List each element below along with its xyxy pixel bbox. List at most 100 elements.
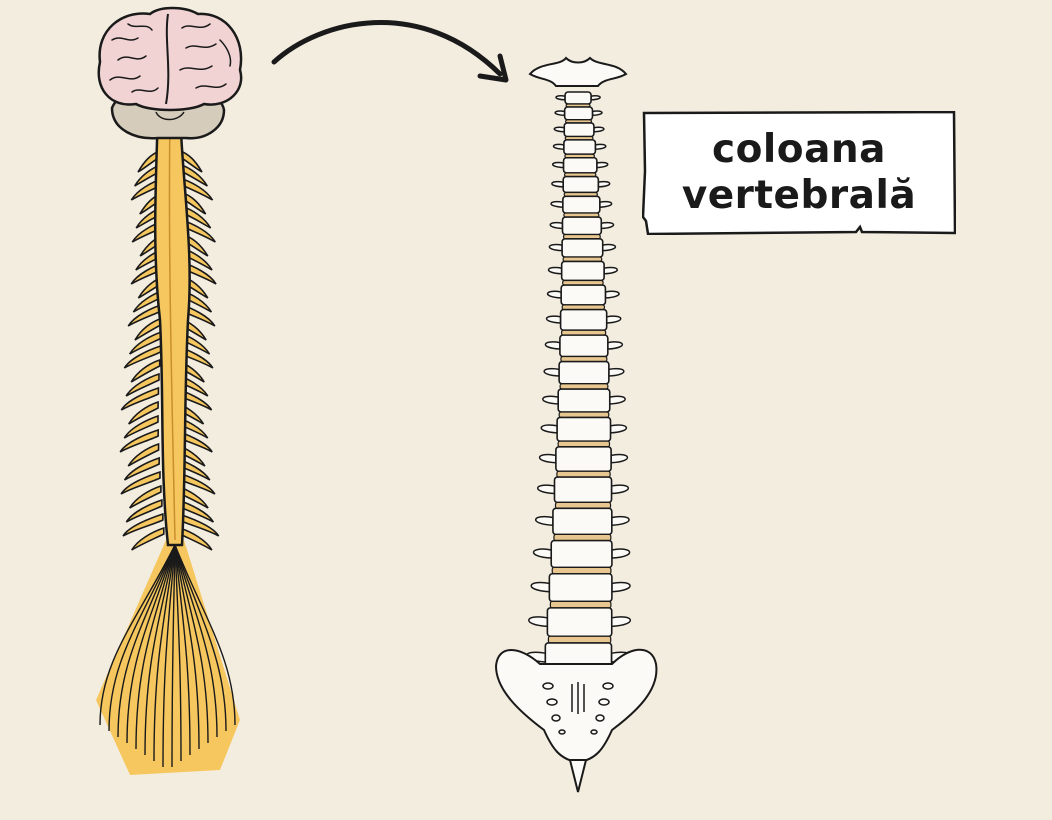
cauda-equina-fiber — [171, 544, 176, 768]
transverse-process — [532, 548, 552, 559]
nerve-root-left — [120, 470, 161, 495]
spinal-cord-illustration — [96, 6, 243, 775]
transverse-process — [605, 315, 622, 324]
nerve-root-left — [130, 358, 161, 383]
transverse-process — [599, 200, 613, 208]
vertebra — [563, 106, 594, 121]
cauda-equina-fiber — [162, 544, 176, 768]
cauda-equina-fiber — [174, 544, 209, 744]
vertebra — [562, 195, 601, 214]
transverse-process — [611, 548, 631, 559]
intervertebral-disc — [547, 635, 612, 644]
transverse-process — [610, 453, 629, 464]
vertebra — [561, 237, 604, 258]
cauda-equina-fiber — [108, 544, 176, 732]
label-line-2: vertebrală — [681, 173, 917, 218]
transverse-process — [609, 424, 628, 434]
transverse-process — [548, 243, 563, 252]
transverse-process — [542, 395, 559, 405]
transverse-process — [594, 143, 607, 150]
cauda-equina-fiber — [174, 544, 191, 756]
vertebra — [552, 507, 613, 536]
transverse-process — [545, 315, 562, 324]
nerve-root-left — [123, 344, 162, 369]
nerve-root-right — [179, 526, 213, 551]
vertebra — [564, 91, 592, 105]
intervertebral-disc — [549, 600, 612, 609]
transverse-process — [530, 581, 551, 593]
vertebra — [559, 308, 608, 332]
nerve-root-left — [134, 316, 164, 341]
cauda-equina-fiber — [144, 544, 176, 756]
cauda-equina-fill — [96, 540, 240, 775]
brain — [97, 6, 243, 112]
vertebra — [558, 360, 610, 385]
transverse-process — [551, 180, 564, 188]
vertebra — [553, 476, 613, 504]
vertebra — [560, 260, 605, 282]
intervertebral-disc — [557, 440, 611, 448]
transverse-process — [596, 161, 609, 169]
nerve-root-left — [122, 512, 164, 537]
vertebra — [548, 572, 613, 603]
transverse-process — [604, 290, 620, 299]
intervertebral-disc — [551, 566, 612, 575]
vertebra — [546, 607, 613, 638]
transverse-process — [608, 367, 625, 377]
nerve-root-left — [128, 484, 162, 509]
vertebral-column-label: coloana vertebrală — [642, 111, 956, 235]
cauda-equina-fiber — [135, 544, 176, 750]
vertebra — [556, 416, 612, 442]
vertebrae-stack — [523, 91, 632, 717]
transverse-process — [607, 341, 624, 350]
nerve-root-left — [123, 414, 159, 439]
nerve-root-left — [131, 526, 165, 551]
transverse-process — [555, 95, 566, 101]
transverse-process — [600, 221, 615, 230]
nerve-root-left — [123, 456, 160, 481]
label-frame — [642, 111, 956, 235]
vertebra — [550, 539, 613, 569]
vertebra — [562, 156, 598, 174]
sacrum — [494, 648, 658, 764]
cauda-equina-fiber — [174, 544, 218, 738]
transverse-process — [538, 453, 557, 464]
transverse-process — [609, 395, 626, 405]
transverse-process — [610, 616, 632, 628]
intervertebral-disc — [558, 411, 610, 419]
cauda-equina-fiber — [126, 544, 176, 744]
transverse-process — [528, 616, 549, 628]
nerve-root-left — [127, 442, 160, 467]
transverse-process — [611, 581, 631, 593]
cauda-equina-fiber — [99, 544, 176, 726]
coccyx — [568, 759, 588, 793]
vertebral-column-illustration — [494, 56, 658, 793]
vertebra — [559, 334, 609, 358]
atlas-vertebra — [528, 56, 628, 87]
vertebra — [562, 175, 600, 194]
transverse-process — [550, 200, 564, 208]
cauda-equina-fiber — [153, 544, 176, 762]
transverse-process — [544, 341, 561, 350]
transverse-process — [591, 110, 603, 117]
cauda-equina-fiber — [174, 544, 200, 750]
transverse-process — [597, 180, 611, 188]
nerve-root-left — [128, 330, 163, 355]
transverse-process — [593, 126, 605, 133]
transverse-process — [610, 484, 630, 495]
transverse-process — [554, 110, 566, 117]
transverse-process — [601, 243, 617, 252]
transverse-process — [551, 161, 565, 169]
nerve-root-left — [119, 428, 159, 453]
cauda-equina-fiber — [174, 544, 236, 726]
transverse-process — [603, 266, 618, 275]
spinal-cord — [153, 108, 191, 547]
nerve-root-left — [125, 372, 160, 397]
label-line-1: coloana — [712, 127, 886, 172]
transverse-process — [552, 143, 565, 150]
transverse-process — [546, 290, 562, 299]
nerve-root-right — [178, 512, 220, 537]
vertebra — [555, 445, 612, 473]
arrow-brain-to-spine — [271, 19, 509, 83]
nerve-root-left — [120, 386, 160, 411]
